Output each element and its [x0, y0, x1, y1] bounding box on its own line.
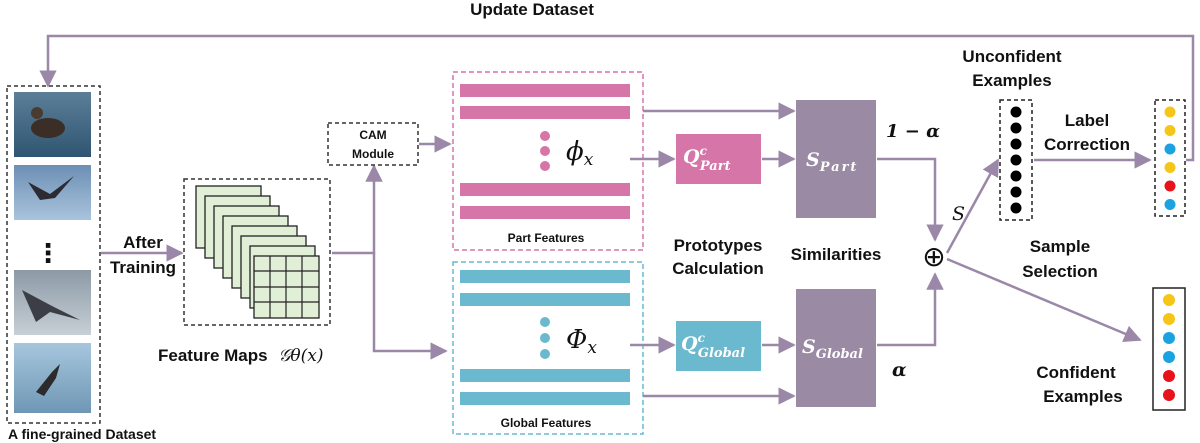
global-dot-1 — [540, 317, 550, 327]
part-bar-3 — [460, 183, 630, 196]
cam-line2: Module — [352, 147, 394, 161]
s-part-box — [796, 100, 876, 218]
similarities-label: Similarities — [791, 245, 882, 264]
corrected-dot — [1164, 143, 1176, 155]
unconfident-dot — [1010, 154, 1022, 166]
to-cam-arrow — [332, 164, 383, 255]
s-part-label: SPart — [806, 149, 858, 175]
sample-selection-line1: Sample — [1030, 237, 1090, 256]
after-training-line1: After — [123, 233, 163, 252]
bird-image-3 — [14, 270, 91, 335]
confident-dots — [1163, 294, 1175, 401]
confident-dot — [1163, 351, 1175, 363]
corrected-dot — [1164, 180, 1176, 192]
unconfident-dot — [1010, 202, 1022, 214]
global-dot-3 — [540, 349, 550, 359]
label-correction-line1: Label — [1065, 111, 1109, 130]
unconfident-dot — [1010, 106, 1022, 118]
confident-dot — [1163, 313, 1175, 325]
part-dot-3 — [540, 161, 550, 171]
confident-line2: Examples — [1043, 387, 1122, 406]
diagram-title: Update Dataset — [470, 0, 594, 19]
alpha-label: α — [892, 359, 907, 381]
unconfident-dot — [1010, 170, 1022, 182]
confident-dot — [1163, 294, 1175, 306]
global-bar-4 — [460, 392, 630, 405]
corrected-dot — [1164, 125, 1176, 136]
global-phi-symbol: Φx — [566, 325, 597, 358]
global-bar-2 — [460, 293, 630, 306]
update-dataset-arrow — [39, 34, 1195, 162]
part-dot-2 — [540, 146, 550, 156]
after-training-line2: Training — [110, 258, 176, 277]
global-features-box — [452, 261, 644, 435]
to-unconfident-arrow — [945, 158, 1000, 254]
global-bar-3 — [460, 369, 630, 382]
part-bar-1 — [460, 84, 630, 97]
cam-module-box — [327, 122, 419, 166]
confident-dot — [1163, 370, 1175, 382]
confident-dot — [1163, 389, 1175, 401]
bird-image-1 — [14, 92, 91, 157]
q-global-box — [676, 321, 761, 371]
unconfident-dot — [1010, 186, 1022, 198]
s-global-box — [796, 289, 876, 407]
sglobal-to-sum-arrow — [877, 272, 944, 347]
global-dot-2 — [540, 333, 550, 343]
part-features-box — [452, 71, 644, 251]
global-features-label: Global Features — [501, 416, 592, 430]
bird-image-4 — [14, 343, 91, 413]
unconfident-box — [999, 99, 1033, 221]
corrected-dots — [1164, 106, 1176, 210]
part-dot-1 — [540, 131, 550, 141]
corrected-dot — [1164, 106, 1176, 118]
part-bar-4 — [460, 206, 630, 219]
corrected-dot — [1164, 199, 1176, 210]
prototypes-line2: Calculation — [672, 259, 764, 278]
dataset-label: A fine-grained Dataset — [8, 426, 156, 442]
q-part-box — [676, 134, 761, 184]
confident-line1: Confident — [1036, 363, 1116, 382]
feature-maps-label: Feature Maps 𝒢θ(x) — [158, 346, 324, 366]
part-phi-symbol: ϕx — [566, 137, 594, 170]
sample-selection-line2: Selection — [1022, 262, 1098, 281]
feature-maps-box — [183, 178, 331, 326]
one-minus-alpha-label: 1 − α — [886, 121, 940, 142]
dataset-ellipsis: ⋮ — [35, 238, 61, 268]
label-correction-line2: Correction — [1044, 135, 1130, 154]
confident-dot — [1163, 332, 1175, 344]
feature-map-grid — [253, 255, 320, 319]
bird-image-2 — [14, 165, 91, 220]
dataset-box — [6, 85, 101, 424]
prototypes-line1: Prototypes — [674, 236, 763, 255]
cam-line1: CAM — [359, 128, 386, 142]
spart-to-sum-arrow — [877, 157, 944, 242]
unconfident-dot — [1010, 122, 1022, 134]
to-global-arrow — [372, 253, 448, 360]
to-confident-arrow — [946, 257, 1142, 342]
part-features-label: Part Features — [508, 231, 585, 245]
corrected-box — [1154, 99, 1186, 217]
corrected-dot — [1164, 162, 1176, 173]
part-bar-2 — [460, 106, 630, 119]
s-global-label: SGlobal — [802, 336, 863, 362]
unconfident-dots — [1010, 106, 1022, 214]
unconfident-line2: Examples — [972, 71, 1051, 90]
global-bar-1 — [460, 270, 630, 283]
s-label: S — [952, 203, 965, 225]
unconfident-line1: Unconfident — [962, 47, 1061, 66]
confident-box — [1152, 287, 1186, 411]
oplus-symbol: ⊕ — [922, 240, 945, 273]
unconfident-dot — [1010, 138, 1022, 150]
